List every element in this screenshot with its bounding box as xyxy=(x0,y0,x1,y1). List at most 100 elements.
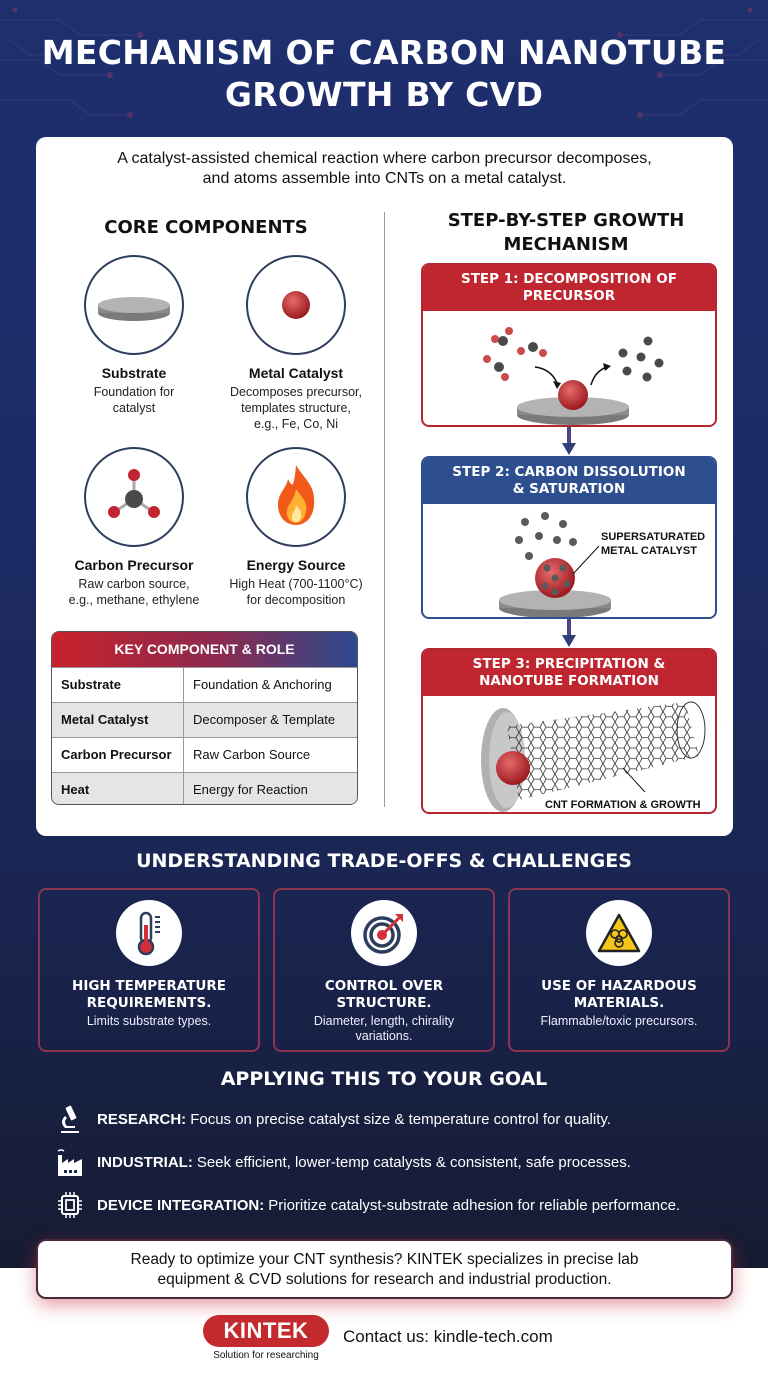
intro-line-1: A catalyst-assisted chemical reaction wh… xyxy=(117,150,652,167)
key-component-table: KEY COMPONENT & ROLE Substrate Foundatio… xyxy=(51,631,358,805)
tradeoff-title-line: MATERIALS. xyxy=(573,995,665,1011)
supersaturated-label-2: METAL CATALYST xyxy=(601,545,697,557)
tradeoff-title: CONTROL OVER STRUCTURE. xyxy=(275,978,493,1012)
steps-title-line-1: STEP-BY-STEP GROWTH xyxy=(447,210,685,231)
goal-text: Focus on precise catalyst size & tempera… xyxy=(190,1110,611,1128)
intro-text: A catalyst-assisted chemical reaction wh… xyxy=(36,149,733,189)
tradeoff-title: USE OF HAZARDOUS MATERIALS. xyxy=(510,978,728,1012)
substrate-disc-icon xyxy=(84,255,184,355)
main-content-card: A catalyst-assisted chemical reaction wh… xyxy=(36,137,733,836)
tradeoff-title: HIGH TEMPERATURE REQUIREMENTS. xyxy=(40,978,258,1012)
tradeoff-desc: Limits substrate types. xyxy=(40,1014,258,1029)
step-2-header: STEP 2: CARBON DISSOLUTION & SATURATION xyxy=(423,458,715,504)
desc-line: Raw carbon source, xyxy=(78,577,190,591)
component-desc: Decomposes precursor, templates structur… xyxy=(216,384,376,432)
desc-line: templates structure, xyxy=(241,401,351,415)
desc-line: e.g., Fe, Co, Ni xyxy=(253,417,339,431)
tradeoff-desc: Flammable/toxic precursors. xyxy=(510,1014,728,1029)
goal-label: DEVICE INTEGRATION: xyxy=(97,1196,265,1214)
microscope-icon xyxy=(55,1104,85,1134)
component-name: Carbon Precursor xyxy=(74,557,194,573)
cnt-growth-label: CNT FORMATION & GROWTH xyxy=(545,799,701,811)
tradeoff-title-line: USE OF HAZARDOUS xyxy=(541,978,697,994)
table-row: Metal Catalyst Decomposer & Template xyxy=(52,702,357,737)
dissolution-illustration: SUPERSATURATED METAL CATALYST xyxy=(499,512,705,617)
title-line-2: GROWTH BY CVD xyxy=(224,75,544,114)
kintek-logo[interactable]: KINTEK xyxy=(203,1315,329,1347)
title-line-1: MECHANISM OF CARBON NANOTUBE xyxy=(41,33,727,72)
component-name: Energy Source xyxy=(246,557,346,573)
tradeoff-title-line: HIGH TEMPERATURE xyxy=(72,978,226,994)
arrow-down-icon xyxy=(562,427,576,455)
nanotube-illustration: CNT FORMATION & GROWTH xyxy=(481,701,706,812)
component-carbon-precursor: Carbon Precursor Raw carbon source, e.g.… xyxy=(54,447,214,608)
tradeoffs-title: UNDERSTANDING TRADE-OFFS & CHALLENGES xyxy=(136,850,632,872)
component-energy-source: Energy Source High Heat (700-1100°C) for… xyxy=(216,447,376,608)
target-icon xyxy=(351,900,417,966)
table-cell-role: Raw Carbon Source xyxy=(193,747,311,762)
core-components-title: CORE COMPONENTS xyxy=(104,217,308,238)
table-cell-role: Foundation & Anchoring xyxy=(193,677,332,692)
catalyst-sphere-icon xyxy=(246,255,346,355)
steps-title: STEP-BY-STEP GROWTH MECHANISM xyxy=(406,209,726,257)
supersaturated-label: SUPERSATURATED xyxy=(601,531,705,543)
component-name: Substrate xyxy=(101,365,167,381)
table-header: KEY COMPONENT & ROLE xyxy=(52,632,357,667)
arrow-down-icon xyxy=(562,619,576,647)
component-desc: High Heat (700-1100°C) for decomposition xyxy=(216,576,376,608)
logo-tagline: Solution for researching xyxy=(213,1350,319,1361)
step-3-card: STEP 3: PRECIPITATION & NANOTUBE FORMATI… xyxy=(421,648,717,814)
step-1-card: STEP 1: DECOMPOSITION OF PRECURSOR xyxy=(421,263,717,427)
goal-item-research: RESEARCH: Focus on precise catalyst size… xyxy=(55,1104,611,1134)
step-header-line: & SATURATION xyxy=(512,481,626,497)
cta-line-2: equipment & CVD solutions for research a… xyxy=(157,1271,612,1288)
factory-icon xyxy=(55,1147,85,1177)
desc-line: Decomposes precursor, xyxy=(229,385,362,399)
table-row: Carbon Precursor Raw Carbon Source xyxy=(52,737,357,772)
table-cell-role: Energy for Reaction xyxy=(193,782,308,797)
component-metal-catalyst: Metal Catalyst Decomposes precursor, tem… xyxy=(216,255,376,432)
tradeoff-desc: Diameter, length, chirality variations. xyxy=(275,1014,493,1044)
tradeoff-card-high-temperature: HIGH TEMPERATURE REQUIREMENTS. Limits su… xyxy=(38,888,260,1052)
table-row: Substrate Foundation & Anchoring xyxy=(52,667,357,702)
tradeoff-desc-line: Limits substrate types. xyxy=(86,1014,212,1028)
goal-text: Seek efficient, lower-temp catalysts & c… xyxy=(196,1153,631,1171)
tradeoff-desc-line: Diameter, length, chirality xyxy=(313,1014,455,1028)
molecule-icon xyxy=(84,447,184,547)
chip-icon xyxy=(55,1190,85,1220)
step-header-line: PRECURSOR xyxy=(522,288,616,304)
tradeoff-title-line: REQUIREMENTS. xyxy=(86,995,212,1011)
cta-banner: Ready to optimize your CNT synthesis? KI… xyxy=(36,1239,733,1299)
goals-title: APPLYING THIS TO YOUR GOAL xyxy=(220,1068,548,1090)
table-cell-component: Substrate xyxy=(52,668,184,702)
intro-line-2: and atoms assemble into CNTs on a metal … xyxy=(202,170,567,187)
component-desc: Foundation for catalyst xyxy=(54,384,214,416)
tradeoff-desc-line: Flammable/toxic precursors. xyxy=(540,1014,698,1028)
table-cell-role: Decomposer & Template xyxy=(193,712,336,727)
thermometer-icon xyxy=(116,900,182,966)
desc-line: Foundation for xyxy=(93,385,175,399)
step-1-header: STEP 1: DECOMPOSITION OF PRECURSOR xyxy=(423,265,715,311)
table-cell-component: Carbon Precursor xyxy=(52,738,184,772)
goal-label: INDUSTRIAL: xyxy=(97,1153,193,1171)
tradeoff-card-hazardous-materials: USE OF HAZARDOUS MATERIALS. Flammable/to… xyxy=(508,888,730,1052)
tradeoff-card-control-structure: CONTROL OVER STRUCTURE. Diameter, length… xyxy=(273,888,495,1052)
desc-line: catalyst xyxy=(112,401,156,415)
decomposition-illustration xyxy=(483,327,664,425)
component-substrate: Substrate Foundation for catalyst xyxy=(54,255,214,416)
column-divider xyxy=(384,212,385,807)
step-2-card: STEP 2: CARBON DISSOLUTION & SATURATION … xyxy=(421,456,717,619)
desc-line: High Heat (700-1100°C) xyxy=(229,577,363,591)
table-row: Heat Energy for Reaction xyxy=(52,772,357,804)
circuit-pattern-decoration xyxy=(0,7,768,118)
table-cell-component: Metal Catalyst xyxy=(52,703,184,737)
tradeoff-title-line: STRUCTURE. xyxy=(336,995,432,1011)
goal-item-device-integration: DEVICE INTEGRATION: Prioritize catalyst-… xyxy=(55,1190,680,1220)
contact-link[interactable]: Contact us: kindle-tech.com xyxy=(343,1327,553,1346)
cta-line-1: Ready to optimize your CNT synthesis? KI… xyxy=(130,1251,639,1268)
biohazard-icon xyxy=(586,900,652,966)
goal-text: Prioritize catalyst-substrate adhesion f… xyxy=(268,1196,681,1214)
goal-item-industrial: INDUSTRIAL: Seek efficient, lower-temp c… xyxy=(55,1147,631,1177)
step-header-line: NANOTUBE FORMATION xyxy=(479,673,659,689)
step-header-line: STEP 3: PRECIPITATION & xyxy=(472,656,666,672)
